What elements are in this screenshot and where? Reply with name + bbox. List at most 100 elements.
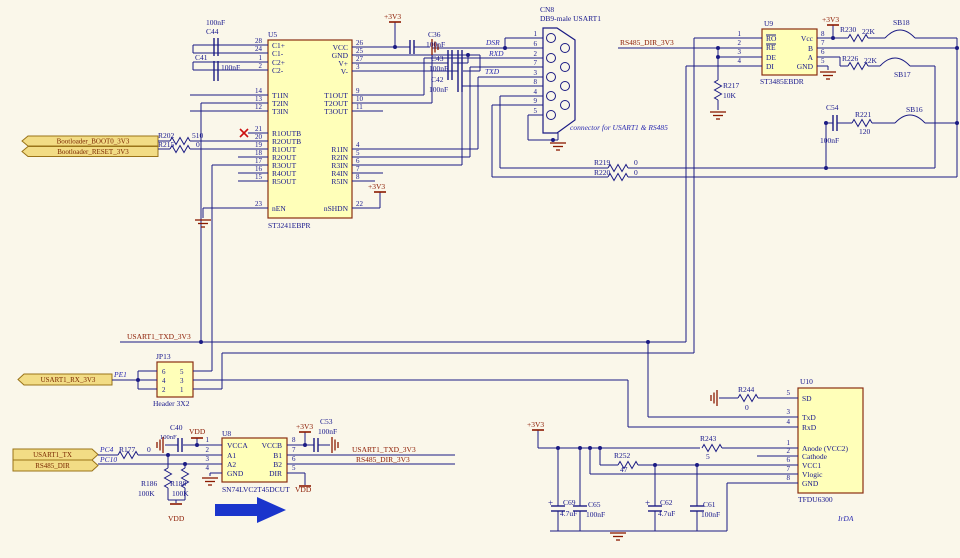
text-label: 8: [821, 30, 825, 38]
text-label: R1OUT: [272, 145, 297, 154]
junction-dot: [503, 46, 507, 50]
text-label: VCC: [333, 43, 348, 52]
text-label: +3V3: [368, 182, 385, 191]
text-label: 22K: [864, 56, 878, 65]
junction-dot: [955, 46, 959, 50]
junction-dot: [646, 340, 650, 344]
ic-jp13[interactable]: [156, 361, 194, 398]
text-label: TxD: [802, 413, 816, 422]
text-label: 120: [859, 127, 871, 136]
text-label: 2: [738, 39, 742, 47]
text-label: 3: [534, 69, 538, 77]
db9-pin-hole: [546, 53, 556, 63]
text-label: R226: [842, 54, 859, 63]
text-label: DIR: [269, 469, 282, 478]
ic-u10[interactable]: [797, 387, 864, 494]
text-label: R202: [158, 131, 175, 140]
text-label: 6: [787, 456, 791, 464]
text-label: nSHDN: [324, 204, 349, 213]
text-label: R1OUTB: [272, 129, 301, 138]
text-label: 7: [356, 165, 360, 173]
text-label: A1: [227, 451, 236, 460]
text-label: 8: [292, 436, 296, 444]
resistor-symbol: [851, 118, 873, 128]
text-label: 2: [162, 386, 166, 394]
port-usart1-tx[interactable]: [12, 448, 99, 461]
text-label: RS485_DIR_3V3: [356, 455, 410, 464]
text-label: Header 3X2: [153, 399, 190, 408]
text-label: 100nF: [318, 427, 337, 436]
text-label: R2OUT: [272, 153, 297, 162]
text-label: 2: [259, 62, 263, 70]
text-label: DSR: [485, 38, 500, 47]
text-label: 4: [738, 57, 742, 65]
text-label: +: [645, 498, 650, 508]
port-label: Bootloader_RESET_3V3: [57, 148, 129, 156]
text-label: C69: [563, 498, 576, 507]
text-label: SB16: [906, 105, 923, 114]
port-rs485-dir[interactable]: [12, 459, 99, 472]
text-label: A2: [227, 460, 236, 469]
port-label: Bootloader_BOOT0_3V3: [57, 138, 130, 146]
text-label: 20: [255, 133, 263, 141]
text-label: R219: [594, 158, 611, 167]
text-label: R252: [614, 451, 631, 460]
text-label: SB17: [894, 70, 911, 79]
text-label: CN8: [540, 5, 554, 14]
text-label: U10: [800, 377, 813, 386]
junction-dot: [199, 340, 203, 344]
text-label: R4OUT: [272, 169, 297, 178]
text-label: C54: [826, 103, 839, 112]
text-label: GND: [797, 62, 814, 71]
annotation-arrow-icon: [215, 497, 286, 523]
text-label: GND: [802, 479, 819, 488]
text-label: C61: [703, 500, 716, 509]
text-label: 100nF: [586, 510, 605, 519]
text-label: C62: [660, 498, 673, 507]
port-bootloader-reset-3v3[interactable]: [21, 146, 159, 157]
text-label: 7: [787, 465, 791, 473]
junction-dot: [466, 53, 470, 57]
text-label: R230: [840, 25, 857, 34]
text-label: TXD: [485, 67, 500, 76]
resistor-symbol: [847, 33, 869, 43]
text-label: 3: [787, 408, 791, 416]
text-label: 100nF: [429, 85, 448, 94]
solder-bridge-arc: [884, 29, 916, 39]
text-label: 0: [634, 158, 638, 167]
resistor-symbol: [169, 136, 191, 146]
junction-dot: [653, 463, 657, 467]
text-label: C42: [431, 75, 444, 84]
text-label: 17: [255, 157, 263, 165]
text-label: +3V3: [527, 420, 544, 429]
text-label: 19: [255, 141, 263, 149]
text-label: R186: [141, 479, 158, 488]
text-label: R1IN: [331, 145, 348, 154]
text-label: USART1_TXD_3V3: [352, 445, 416, 454]
resistor-symbol: [737, 393, 759, 403]
text-label: 100nF: [701, 510, 720, 519]
text-label: TFDU6300: [798, 495, 833, 504]
text-label: C1-: [272, 49, 284, 58]
text-label: R5OUT: [272, 177, 297, 186]
ic-u9[interactable]: [761, 28, 818, 76]
junction-dot: [955, 121, 959, 125]
text-label: GND: [332, 51, 349, 60]
port-usart1-rx-3v3[interactable]: [17, 373, 113, 386]
port-label: RS485_DIR: [35, 462, 70, 470]
resistor-symbol: [117, 450, 139, 460]
text-label: 25: [356, 47, 364, 55]
text-label: C53: [320, 417, 333, 426]
db9-pin-hole: [546, 72, 556, 82]
text-label: 100nF: [206, 18, 225, 27]
text-label: 510: [192, 131, 204, 140]
ic-u8[interactable]: [221, 437, 288, 483]
text-label: 0: [147, 445, 151, 454]
resistor-symbol: [847, 61, 869, 71]
no-connect-x-icon: [239, 128, 249, 138]
ic-u5[interactable]: [267, 39, 353, 219]
text-label: Vlogic: [802, 470, 823, 479]
junction-dot: [393, 45, 397, 49]
resistor-symbol: [180, 467, 190, 489]
